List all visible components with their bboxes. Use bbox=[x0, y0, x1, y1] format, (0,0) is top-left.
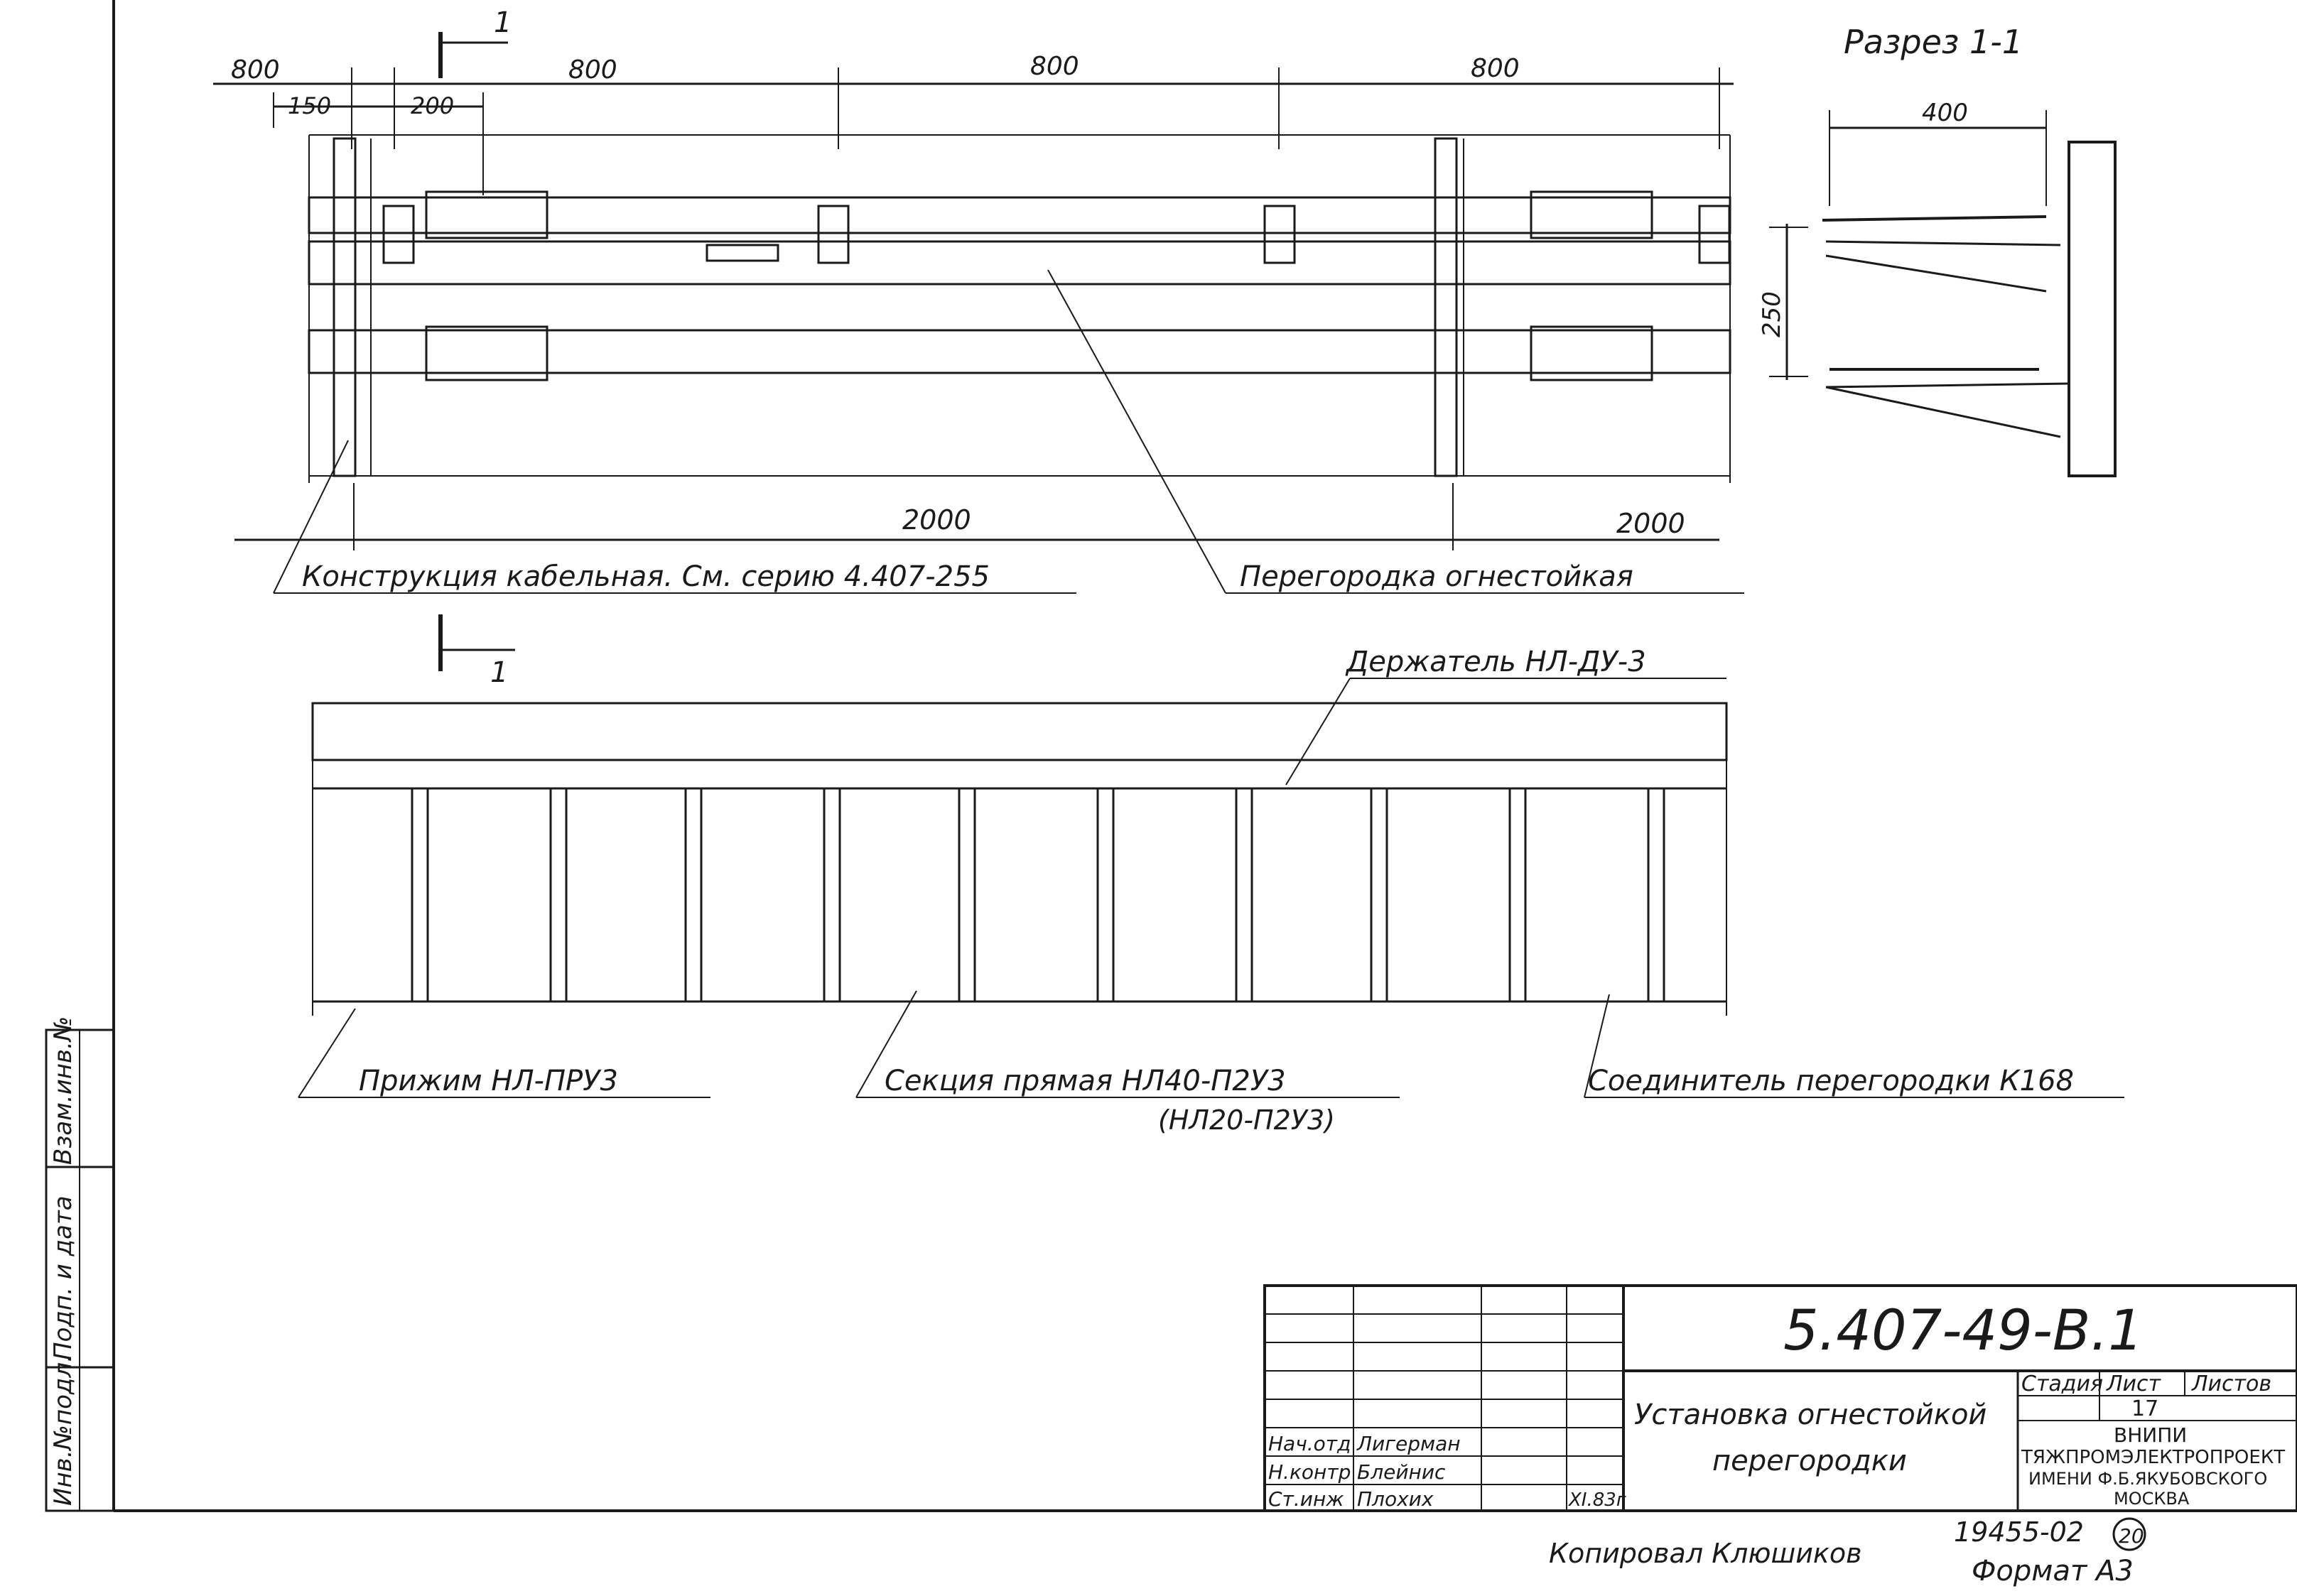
label-section-straight-alt: (НЛ20-П2У3) bbox=[1158, 1104, 1335, 1136]
dim-top-left: 800 bbox=[231, 55, 280, 85]
role-3: Ст.инж bbox=[1268, 1487, 1344, 1511]
section-dim-400: 400 bbox=[1922, 99, 1968, 127]
doc-code: 5.407-49-В.1 bbox=[1783, 1299, 2144, 1363]
dim-bottom-2: 2000 bbox=[1616, 508, 1685, 539]
label-connector: Соединитель перегородки К168 bbox=[1588, 1065, 2074, 1097]
org-line-3: ИМЕНИ Ф.Б.ЯКУБОВСКОГО bbox=[2028, 1469, 2267, 1489]
label-cable-structure: Конструкция кабельная. См. серию 4.407-2… bbox=[302, 560, 990, 593]
archive-circle-number: 20 bbox=[2119, 1524, 2144, 1548]
col-sheet: Лист bbox=[2106, 1372, 2162, 1396]
title-block: 5.407-49-В.1 Установка огнестойкой перег… bbox=[1263, 1284, 2297, 1512]
archive-number: 19455-02 bbox=[1954, 1516, 2084, 1548]
section-mark-top-label: 1 bbox=[494, 6, 512, 39]
section-mark-bottom-label: 1 bbox=[490, 656, 508, 689]
side-stamp-replace-inv: Взам.инв.№ bbox=[49, 1016, 77, 1165]
vertical-posts bbox=[333, 137, 1464, 477]
role-1: Нач.отд bbox=[1268, 1432, 1351, 1455]
ladder-rungs bbox=[411, 787, 1665, 1003]
org-line-2: ТЯЖПРОМЭЛЕКТРОПРОЕКТ bbox=[2021, 1447, 2285, 1468]
section-mark-top: 1 bbox=[438, 6, 512, 78]
title-line-2: перегородки bbox=[1712, 1445, 1907, 1477]
col-sheets: Листов bbox=[2191, 1372, 2271, 1396]
org-line-4: МОСКВА bbox=[2114, 1489, 2190, 1509]
plan-view: 800 800 800 800 150 200 1 bbox=[213, 6, 1744, 594]
section-title: Разрез 1-1 bbox=[1844, 23, 2023, 61]
copied-by: Копировал Клюшиков bbox=[1549, 1538, 1862, 1569]
upper-cable-rail bbox=[308, 190, 1731, 286]
format-label: Формат А3 bbox=[1972, 1555, 2134, 1587]
col-stage: Стадия bbox=[2021, 1372, 2103, 1396]
dim-200: 200 bbox=[411, 92, 454, 119]
name-3: Плохих bbox=[1357, 1487, 1434, 1511]
lower-cable-rail bbox=[308, 325, 1731, 381]
title-line-1: Установка огнестойкой bbox=[1634, 1399, 1987, 1431]
dim-span-2: 800 bbox=[1030, 52, 1079, 81]
label-holder: Держатель НЛ-ДУ-3 bbox=[1345, 646, 1646, 678]
dim-span-3: 800 bbox=[1471, 54, 1520, 83]
name-2: Блейнис bbox=[1357, 1460, 1446, 1484]
dim-bottom-1: 2000 bbox=[902, 504, 971, 536]
section-mark-bottom: 1 bbox=[438, 614, 515, 689]
section-dim-250: 250 bbox=[1758, 291, 1786, 337]
org-line-1: ВНИПИ bbox=[2114, 1423, 2187, 1447]
dim-span-1: 800 bbox=[568, 55, 617, 85]
role-2: Н.контр bbox=[1268, 1460, 1351, 1484]
label-clamp: Прижим НЛ-ПРУ3 bbox=[359, 1065, 618, 1097]
elevation-view: 1 Держатель НЛ-ДУ-3 Прижим НЛ-ПРУ3 bbox=[298, 614, 2124, 1136]
label-fire-partition: Перегородка огнестойкая bbox=[1240, 560, 1633, 593]
name-1: Лигерман bbox=[1356, 1432, 1461, 1455]
footer: Копировал Клюшиков 19455-02 20 Формат А3 bbox=[1549, 1516, 2146, 1587]
side-stamp: Взам.инв.№ Подп. и дата Инв.№подл. bbox=[45, 1016, 115, 1512]
side-stamp-inv-no: Инв.№подл. bbox=[49, 1355, 77, 1506]
section-1-1-view: Разрез 1-1 400 250 bbox=[1758, 23, 2117, 477]
dim-150: 150 bbox=[288, 92, 331, 119]
label-section-straight: Секция прямая НЛ40-П2У3 bbox=[885, 1065, 1286, 1097]
sheet-frame bbox=[112, 0, 2297, 1512]
title-date: XI.83г bbox=[1567, 1489, 1626, 1511]
sheet-number: 17 bbox=[2131, 1396, 2158, 1421]
side-stamp-sign-date: Подп. и дата bbox=[49, 1195, 77, 1360]
